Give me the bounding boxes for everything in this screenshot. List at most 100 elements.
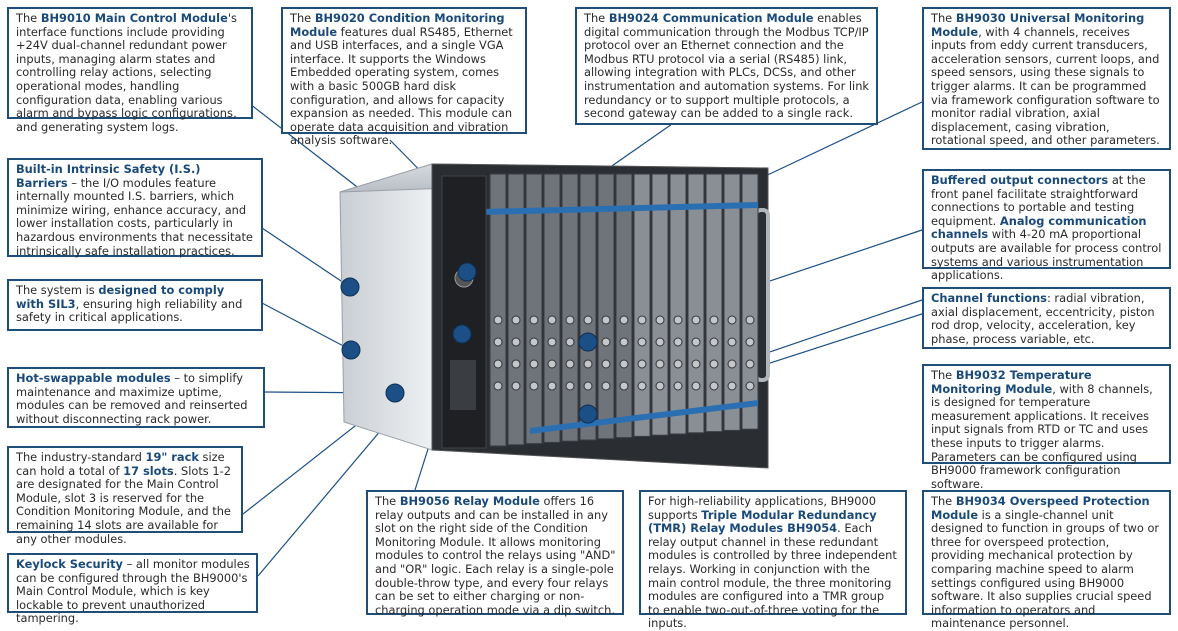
marker-dot (452, 324, 472, 344)
bnc-connector (673, 337, 683, 347)
callout-text: 's interface functions include providing… (16, 11, 237, 134)
callout-keylock: Keylock Security – all monitor modules c… (7, 553, 258, 625)
bnc-connector (547, 337, 557, 347)
callout-sil3: The system is designed to comply with SI… (7, 279, 263, 331)
bnc-connector (709, 315, 719, 325)
bnc-connector (529, 359, 539, 369)
leader-line-sil3 (261, 302, 352, 351)
bnc-connector (529, 381, 539, 391)
callout-hot-swappable: Hot-swappable modules – to simplify main… (7, 367, 265, 428)
bnc-connector (637, 337, 647, 347)
callout-bh9010: The BH9010 Main Control Module's interfa… (7, 7, 253, 134)
bnc-connector (529, 337, 539, 347)
module-slot (633, 173, 651, 437)
module-slot (525, 173, 543, 445)
marker-dot (385, 383, 405, 403)
callout-bold-text: Channel functions (931, 291, 1047, 305)
bnc-connector (493, 359, 503, 369)
bnc-connector (547, 359, 557, 369)
bnc-connector (511, 315, 521, 325)
bnc-connector (655, 359, 665, 369)
bnc-connector (691, 381, 701, 391)
module-slot (615, 173, 633, 439)
bnc-connector (601, 359, 611, 369)
bnc-connector (565, 337, 575, 347)
callout-bold-text: 17 slots (123, 463, 174, 478)
callout-bh9034: The BH9034 Overspeed Protection Module i… (922, 490, 1171, 630)
callout-bold-text: BH9010 Main Control Module (40, 11, 228, 25)
bnc-connector (601, 381, 611, 391)
bnc-connector (727, 315, 737, 325)
module-slot (579, 173, 597, 441)
module-slot (489, 173, 507, 447)
marker-dot (341, 340, 361, 360)
bnc-connector (583, 359, 593, 369)
marker-dot (340, 277, 360, 297)
callout-intrinsic-safety: Built-in Intrinsic Safety (I.S.) Barrier… (7, 158, 263, 257)
callout-bold-text: BH9056 Relay Module (399, 494, 540, 508)
bnc-connector (583, 315, 593, 325)
callout-bold-text: 19" rack (145, 450, 199, 464)
callout-text: size can hold a total of (16, 450, 225, 478)
callout-text: – the I/O modules feature internally mou… (16, 175, 253, 258)
bnc-connector (511, 337, 521, 347)
callout-bh9024: The BH9024 Communication Module enables … (575, 7, 878, 125)
bnc-connector (673, 315, 683, 325)
callout-text: enables digital communication through th… (584, 11, 870, 121)
callout-bold-text: designed to comply with SIL3 (16, 283, 225, 311)
callout-text: at the front panel facilitate straightfo… (931, 173, 1146, 228)
marker-dot (457, 262, 477, 282)
module-slot (597, 173, 615, 440)
bnc-connector (673, 381, 683, 391)
callout-text: . Slots 1-2 are designated for the Main … (16, 463, 231, 546)
blue-stripe-top (442, 202, 758, 216)
bnc-connector (601, 315, 611, 325)
callout-text: , with 8 channels, is designed for tempe… (931, 381, 1153, 491)
callout-text: The (931, 11, 956, 25)
marker-dot (578, 332, 598, 352)
bnc-connector (547, 381, 557, 391)
bnc-connector (619, 359, 629, 369)
bnc-connector (655, 337, 665, 347)
callout-text: is a single-channel unit designed to fun… (931, 507, 1160, 631)
module-slot (651, 173, 669, 436)
callout-text: , ensuring high reliability and safety i… (16, 296, 243, 325)
bnc-connector (565, 359, 575, 369)
bnc-connector (655, 315, 665, 325)
module-slot (687, 173, 705, 434)
main-control-label-area (450, 360, 476, 410)
marker-dot (578, 404, 598, 424)
callout-text: , with 4 channels, receives inputs from … (931, 24, 1160, 148)
bnc-connector (637, 359, 647, 369)
bnc-connector (601, 337, 611, 347)
callout-bh9020: The BH9020 Condition Monitoring Module f… (281, 7, 527, 147)
bnc-connector (583, 381, 593, 391)
bnc-connector (691, 315, 701, 325)
bnc-connector (691, 359, 701, 369)
callout-bold-text: Analog communication channels (931, 213, 1147, 242)
bnc-connector (511, 381, 521, 391)
callout-text: For high-reliability applications, BH900… (648, 494, 877, 522)
bnc-connector (565, 315, 575, 325)
bnc-connector (691, 337, 701, 347)
module-slot (705, 173, 723, 433)
bnc-connector (547, 315, 557, 325)
callout-text: : radial vibration, axial displacement, … (931, 291, 1155, 346)
callout-text: The (290, 11, 315, 25)
bnc-connector (619, 337, 629, 347)
bnc-connector (493, 381, 503, 391)
callout-text: The (375, 494, 400, 508)
callout-channel-functions: Channel functions: radial vibration, axi… (922, 287, 1171, 349)
bnc-connector (529, 315, 539, 325)
module-slot (723, 173, 741, 431)
callout-bold-text: BH9020 Condition Monitoring Module (290, 11, 505, 39)
bnc-connector (493, 337, 503, 347)
callout-bold-text: BH9032 Temperature Monitoring Module (931, 368, 1092, 396)
callout-text: The (931, 494, 956, 508)
callout-text: The (584, 11, 609, 25)
bnc-connector (745, 315, 755, 325)
callout-text: with 4-20 mA proportional outputs are av… (931, 227, 1162, 283)
callout-tmr: For high-reliability applications, BH900… (639, 490, 907, 630)
callout-text: features dual RS485, Ethernet and USB in… (290, 24, 513, 148)
module-slot (669, 173, 687, 435)
